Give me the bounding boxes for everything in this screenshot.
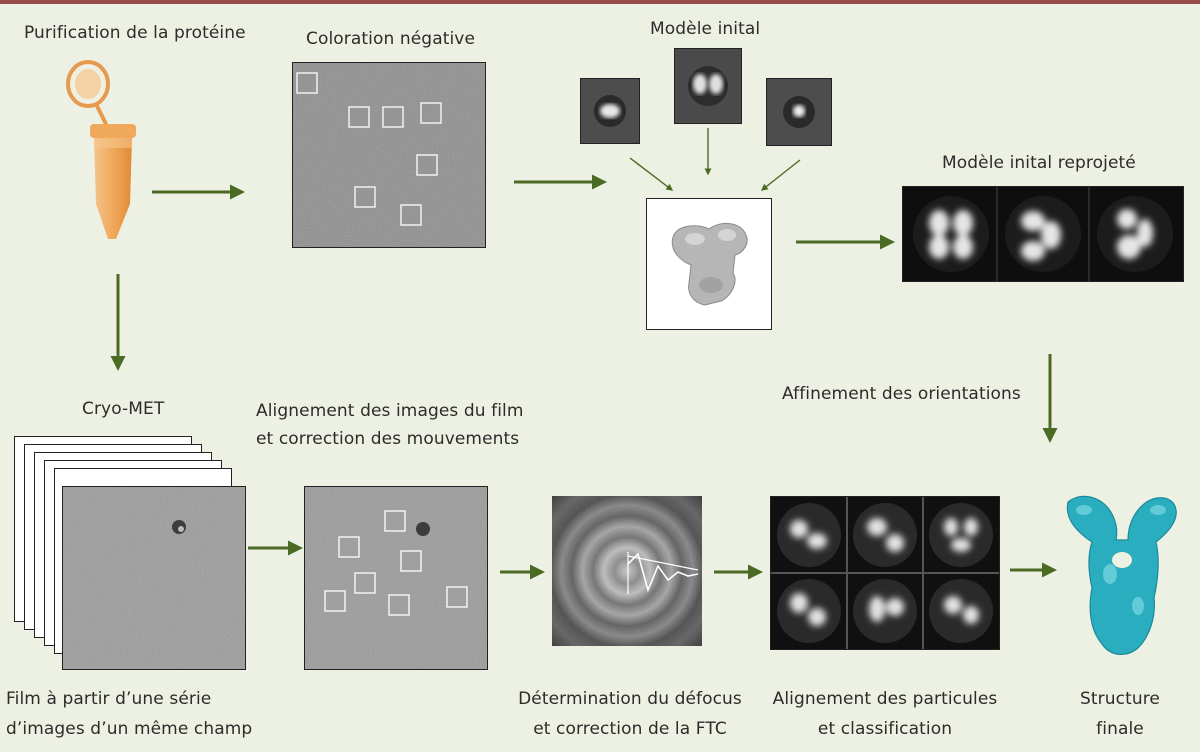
label-alignement-images-line2: et correction des mouvements (256, 429, 520, 449)
initial-3d-model (646, 198, 772, 330)
reprojected-model-strip (902, 186, 1184, 282)
class-averages-grid (770, 496, 1000, 650)
label-coloration: Coloration négative (306, 29, 476, 49)
coloration-micrograph (292, 62, 486, 248)
label-particules-line1: Alignement des particules (772, 689, 998, 709)
label-alignement-images-line1: Alignement des images du film (256, 401, 524, 421)
label-cryo-met: Cryo-MET (82, 399, 165, 419)
initial-class-1 (580, 78, 640, 144)
top-border (0, 0, 1200, 4)
label-particules-line2: et classification (817, 719, 953, 739)
label-structure-line1: Structure (1080, 689, 1160, 709)
initial-class-2 (674, 48, 742, 124)
label-purification: Purification de la protéine (24, 23, 246, 43)
cryo-micrograph (62, 486, 246, 670)
label-film-line1: Film à partir d’une série (6, 689, 212, 709)
label-film-line2: d’images d’un même champ (6, 719, 253, 739)
label-defocus-line2: et correction de la FTC (533, 719, 727, 739)
aligned-micrograph (304, 486, 488, 670)
tube-icon (66, 60, 136, 239)
final-structure-model (1066, 495, 1177, 655)
label-affinement: Affinement des orientations (782, 384, 1021, 404)
ctf-thon-rings (552, 496, 702, 646)
label-defocus-line1: Détermination du défocus (518, 689, 742, 709)
initial-class-3 (766, 78, 832, 146)
label-modele-initial: Modèle inital (650, 19, 761, 39)
label-modele-reprojete: Modèle inital reprojeté (942, 153, 1136, 173)
label-structure-line2: finale (1096, 719, 1144, 739)
